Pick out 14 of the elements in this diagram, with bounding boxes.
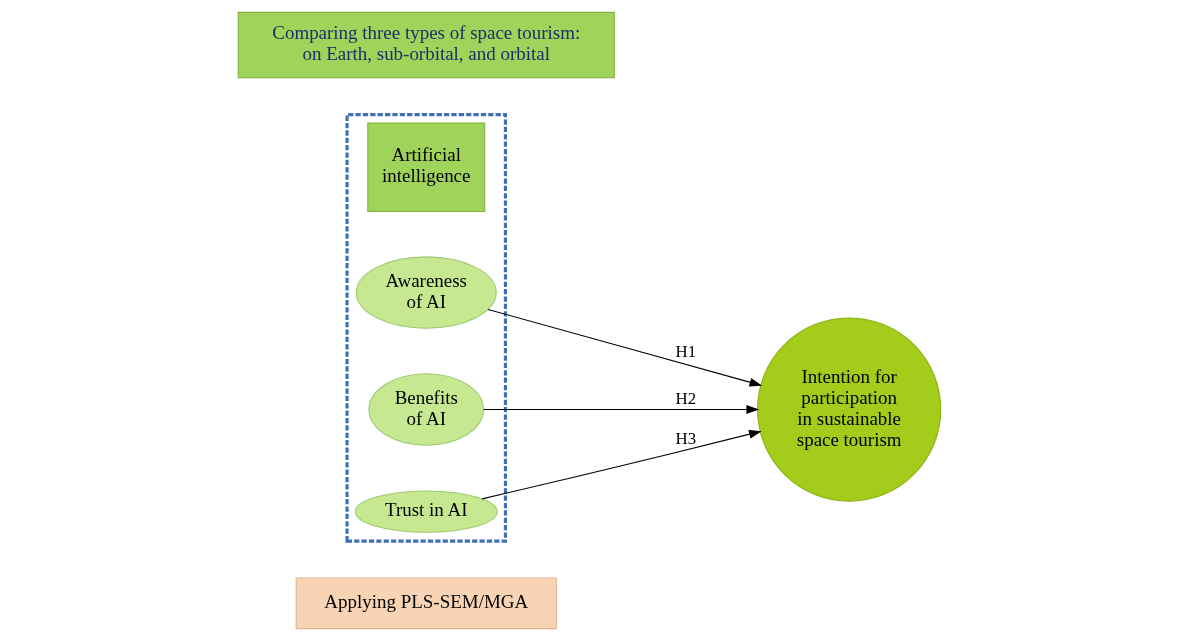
node-ellipse: Benefits of AI [367, 373, 484, 446]
edge-label: H2 [675, 389, 696, 409]
arrow [481, 429, 762, 500]
node-circle: Intention for participation in sustainable space tourism [756, 317, 941, 502]
node-box: Artificial intelligence [366, 122, 485, 212]
node-ellipse: Trust in AI [354, 490, 498, 533]
arrow [482, 405, 759, 414]
arrow [487, 308, 762, 387]
edge-label: H1 [675, 341, 696, 361]
edge-label: H3 [675, 429, 696, 449]
node-box: Applying PLS-SEM/MGA [295, 577, 557, 630]
node-ellipse: Awareness of AI [355, 256, 497, 329]
cluster [344, 113, 507, 543]
node-box: Comparing three types of space tourism: on Earth, sub-orbital, and orbital [237, 11, 615, 79]
